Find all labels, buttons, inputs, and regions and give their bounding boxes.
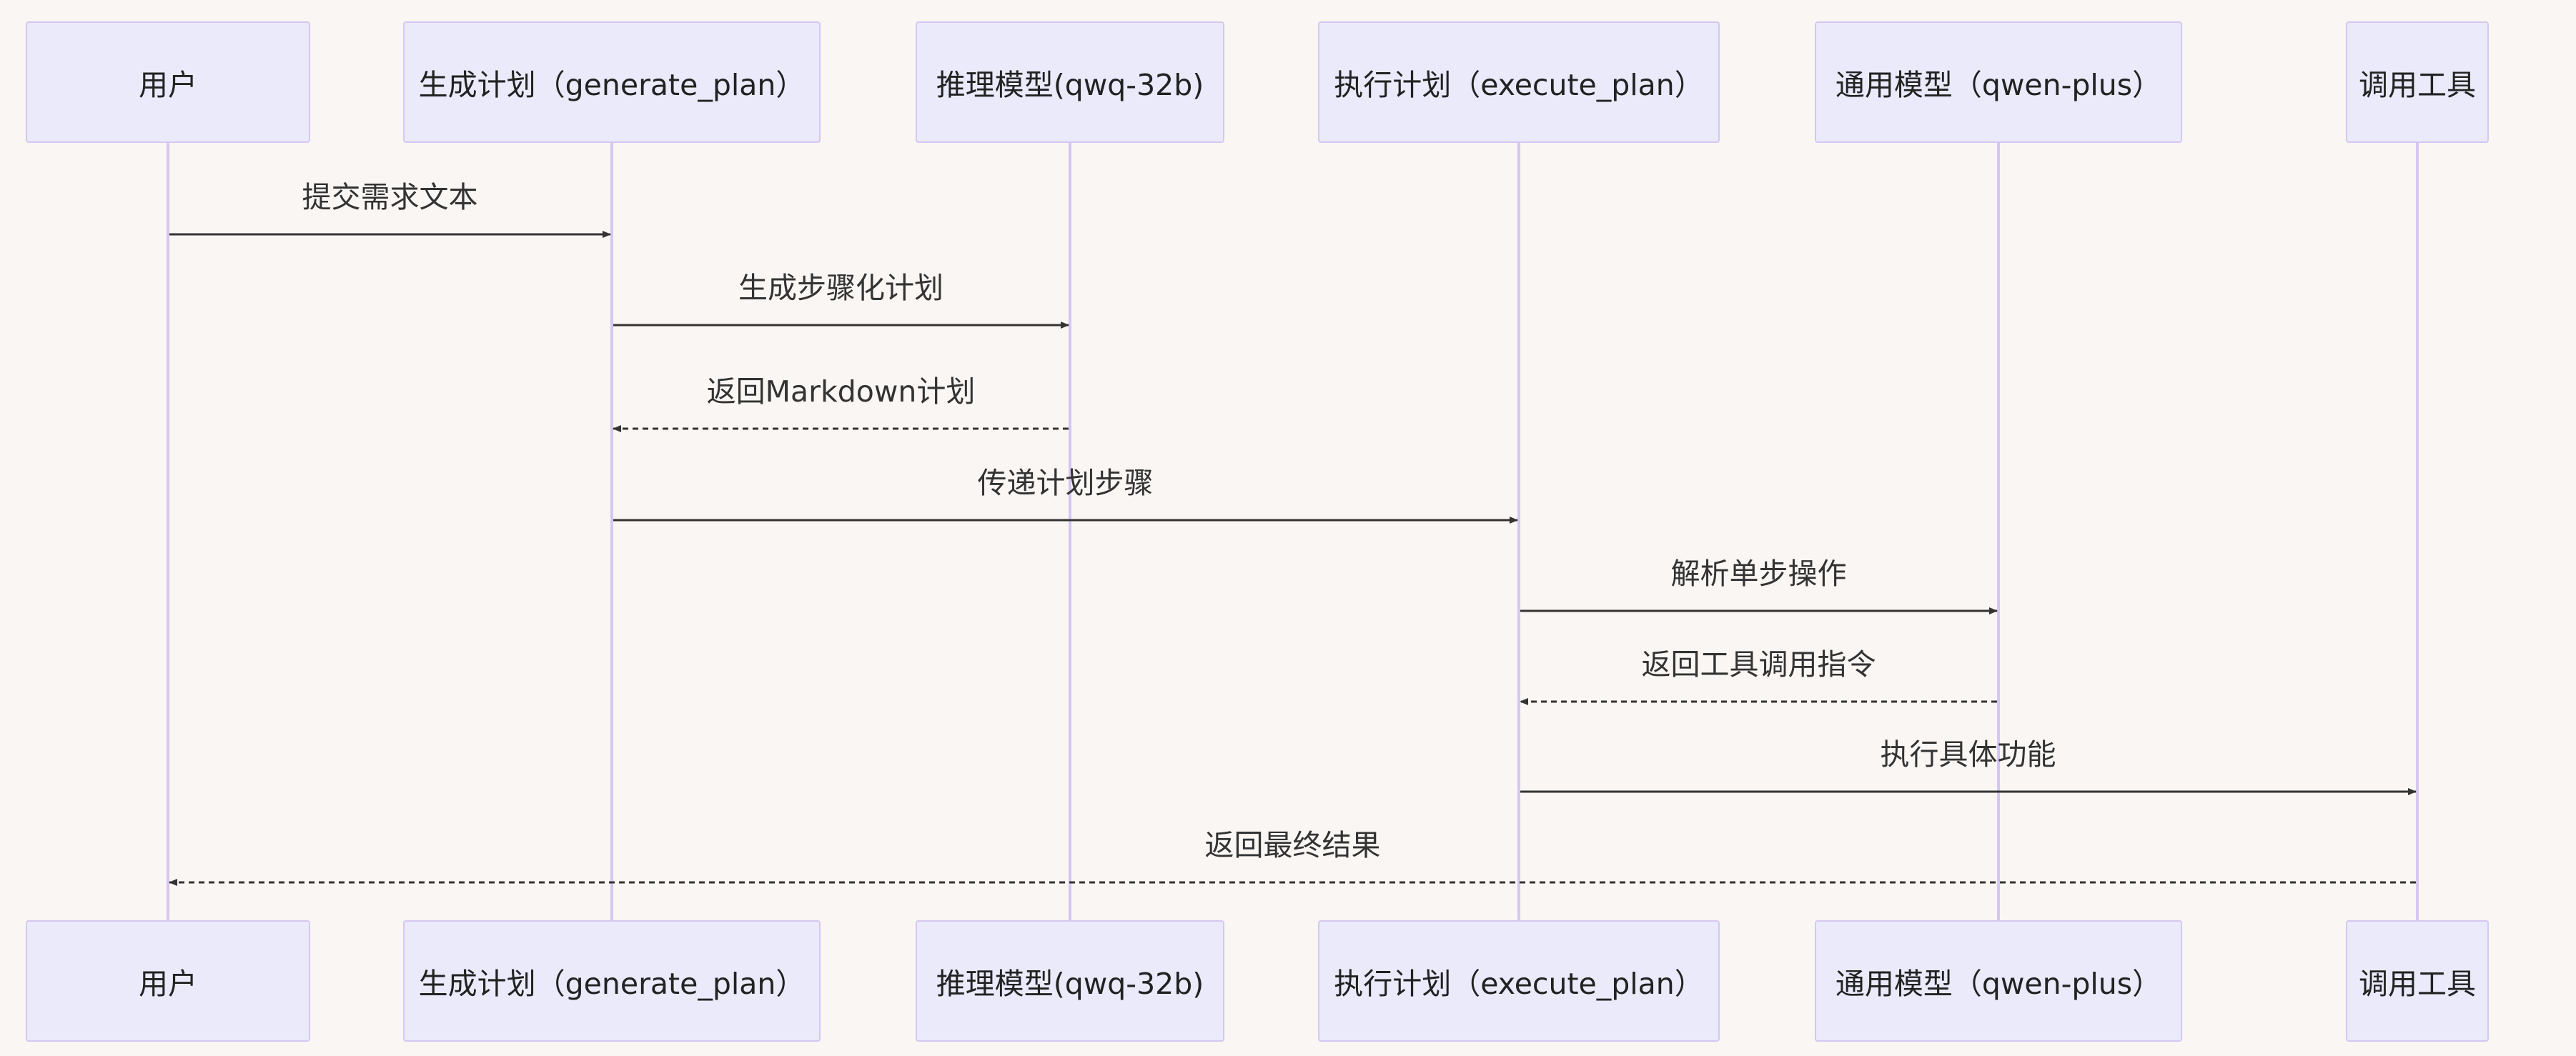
- actor-exec-bottom: 执行计划（execute_plan）: [1318, 920, 1720, 1042]
- actor-label: 生成计划（generate_plan）: [418, 68, 806, 102]
- actor-general-bottom: 通用模型（qwen-plus）: [1815, 920, 2182, 1042]
- actor-label: 通用模型（qwen-plus）: [1835, 68, 2162, 102]
- message-label-1: 提交需求文本: [302, 180, 478, 214]
- message-label-5: 解析单步操作: [1670, 557, 1847, 591]
- actor-user-bottom: 用户: [26, 920, 310, 1042]
- actor-label: 推理模型(qwq-32b): [936, 68, 1204, 102]
- message-label-4: 传递计划步骤: [977, 466, 1154, 500]
- actor-tool-bottom: 调用工具: [2346, 920, 2489, 1042]
- message-label-6: 返回工具调用指令: [1641, 647, 1876, 682]
- actor-label: 用户: [139, 68, 197, 102]
- message-label-7: 执行具体功能: [1880, 737, 2056, 772]
- actor-label: 执行计划（execute_plan）: [1334, 967, 1704, 1001]
- actor-reason-bottom: 推理模型(qwq-32b): [916, 920, 1224, 1042]
- actor-gen-top: 生成计划（generate_plan）: [403, 21, 821, 143]
- actor-label: 调用工具: [2359, 68, 2476, 102]
- actor-gen-bottom: 生成计划（generate_plan）: [403, 920, 821, 1042]
- actor-label: 用户: [139, 967, 197, 1001]
- actor-label: 推理模型(qwq-32b): [936, 967, 1204, 1001]
- actor-tool-top: 调用工具: [2346, 21, 2489, 143]
- actor-user-top: 用户: [26, 21, 310, 143]
- actor-label: 执行计划（execute_plan）: [1334, 68, 1704, 102]
- actor-label: 通用模型（qwen-plus）: [1835, 967, 2162, 1001]
- actor-exec-top: 执行计划（execute_plan）: [1318, 21, 1720, 143]
- message-label-2: 生成步骤化计划: [738, 271, 943, 305]
- actor-general-top: 通用模型（qwen-plus）: [1815, 21, 2182, 143]
- actor-label: 生成计划（generate_plan）: [418, 967, 806, 1001]
- actor-reason-top: 推理模型(qwq-32b): [916, 21, 1224, 143]
- message-label-3: 返回Markdown计划: [706, 374, 976, 409]
- actor-label: 调用工具: [2359, 967, 2476, 1001]
- message-label-8: 返回最终结果: [1204, 828, 1381, 862]
